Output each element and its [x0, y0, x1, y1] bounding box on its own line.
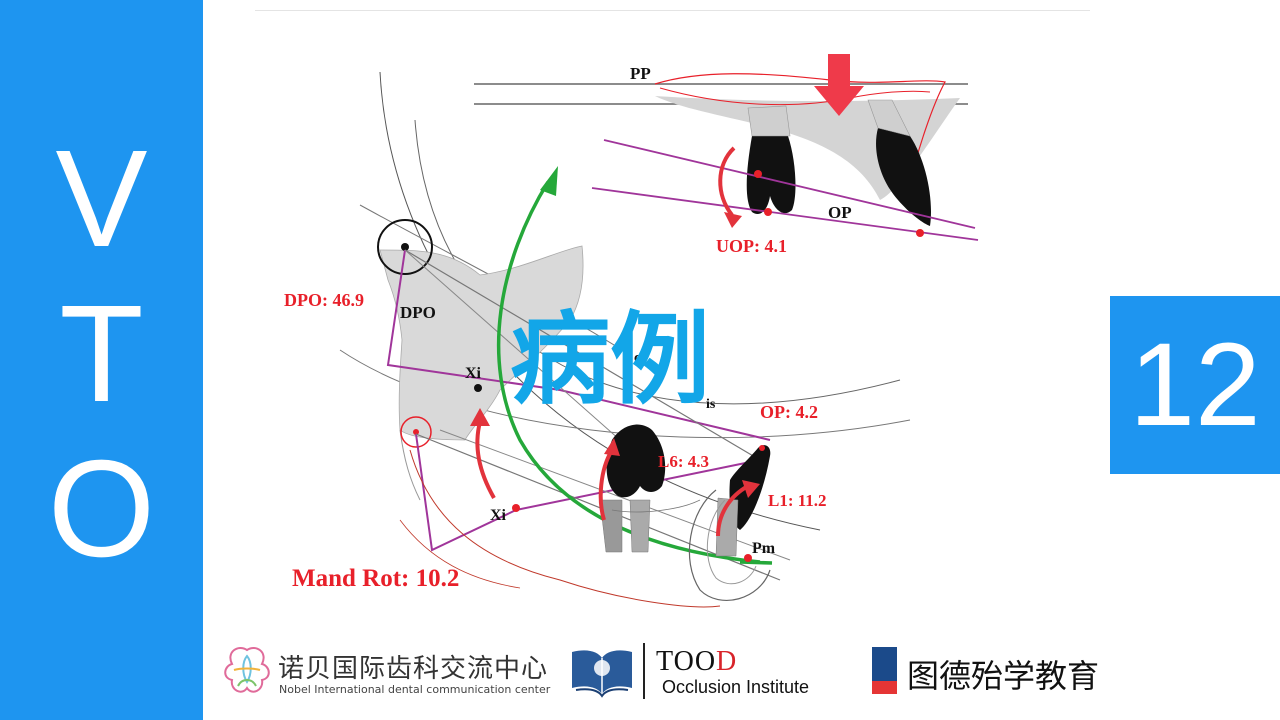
label-mand-rot: Mand Rot: 10.2 — [292, 565, 459, 592]
vto-letter-v: V — [55, 122, 148, 276]
label-uop: UOP: 4.1 — [716, 236, 787, 256]
l1-arrow-head — [742, 480, 760, 498]
condyle-center — [401, 243, 409, 251]
tude-logo-block-red — [872, 681, 897, 694]
down-arrow-head — [814, 86, 864, 116]
ramus-edge — [399, 429, 421, 501]
lower-molar-outline — [611, 499, 701, 513]
left-sidebar: V T O — [0, 0, 203, 720]
upper-incisor — [876, 123, 932, 226]
xi-point-top — [474, 384, 482, 392]
label-dpo-value: DPO: 46.9 — [284, 290, 364, 310]
xi-arrow-head — [470, 408, 490, 426]
incisor-point — [916, 229, 924, 237]
tood-title: TOOD — [656, 646, 737, 678]
l6-arrow — [598, 448, 614, 521]
label-xi-bottom: Xi — [490, 507, 507, 524]
tude-logo-block-blue — [872, 647, 897, 681]
molar-point-1 — [754, 170, 762, 178]
ramus-shape — [379, 245, 584, 441]
lower-incisor-point — [759, 445, 765, 451]
red-condyle-center — [413, 429, 419, 435]
condyle-circle — [377, 219, 433, 275]
label-l1: L1: 11.2 — [768, 491, 827, 510]
label-pp: PP — [630, 64, 651, 83]
symphysis-outline — [688, 489, 771, 601]
lower-molar-root-2 — [629, 499, 651, 553]
upper-molar-root — [747, 105, 791, 137]
label-pm: Pm — [752, 540, 776, 557]
arc-2 — [414, 119, 901, 405]
vto-letter-o: O — [47, 432, 156, 586]
occlusal-plane-op — [591, 187, 979, 241]
label-xi-top: Xi — [465, 365, 482, 382]
dpo-polyline — [386, 249, 771, 441]
tude-education-name: 图德殆学教育 — [907, 657, 1100, 695]
nobel-center-name-en: Nobel International dental communication… — [279, 683, 551, 696]
tood-logo-icon — [572, 650, 632, 698]
xi-rotation-arrow — [475, 421, 496, 499]
tood-title-prefix: TOO — [656, 646, 717, 677]
green-arc-end — [739, 560, 773, 565]
upper-occlusal-plane — [603, 139, 976, 229]
down-arrow-shaft — [828, 54, 850, 88]
label-fragment-is: is — [706, 397, 716, 412]
gray-ref-line-2 — [404, 249, 621, 441]
l1-arrow — [716, 484, 750, 537]
nobel-logo-icon — [224, 646, 270, 693]
label-dpo: DPO — [400, 303, 436, 322]
uop-arrow-head — [724, 212, 742, 228]
molar-point-2 — [764, 208, 772, 216]
label-l6: L6: 4.3 — [658, 452, 709, 471]
maxilla-outline-red — [654, 73, 946, 201]
mandible-outline-red-2 — [399, 519, 521, 589]
l6-arrow-head — [604, 438, 620, 456]
case-title: 病例 — [510, 301, 710, 418]
lower-molar — [606, 424, 666, 498]
gray-ref-line-1 — [404, 249, 761, 461]
mandible-outline-red — [409, 449, 721, 608]
top-divider — [255, 10, 1090, 11]
mandible-rotation-arc — [496, 181, 761, 564]
pm-point — [744, 554, 752, 562]
tood-divider — [643, 643, 645, 699]
red-condyle-circle — [400, 416, 432, 448]
xi-point-bottom — [512, 504, 520, 512]
nobel-center-name-cn: 诺贝国际齿科交流中心 — [278, 654, 549, 684]
upper-incisor-root — [867, 99, 911, 137]
vto-letter-t: T — [59, 277, 144, 431]
tood-title-suffix: D — [716, 646, 738, 677]
tood-subtitle: Occlusion Institute — [662, 677, 810, 697]
label-op: OP — [828, 203, 852, 222]
green-arrow-head — [540, 166, 558, 196]
arc-3 — [339, 349, 911, 439]
lower-molar-root-1 — [599, 499, 623, 553]
label-fragment-c: c — [634, 350, 641, 366]
slide-number-badge: 12 — [1110, 296, 1280, 474]
label-lop: OP: 4.2 — [760, 402, 818, 422]
upper-molar — [746, 136, 796, 215]
symphysis-inner — [706, 499, 757, 585]
uop-curved-arrow — [718, 146, 736, 217]
